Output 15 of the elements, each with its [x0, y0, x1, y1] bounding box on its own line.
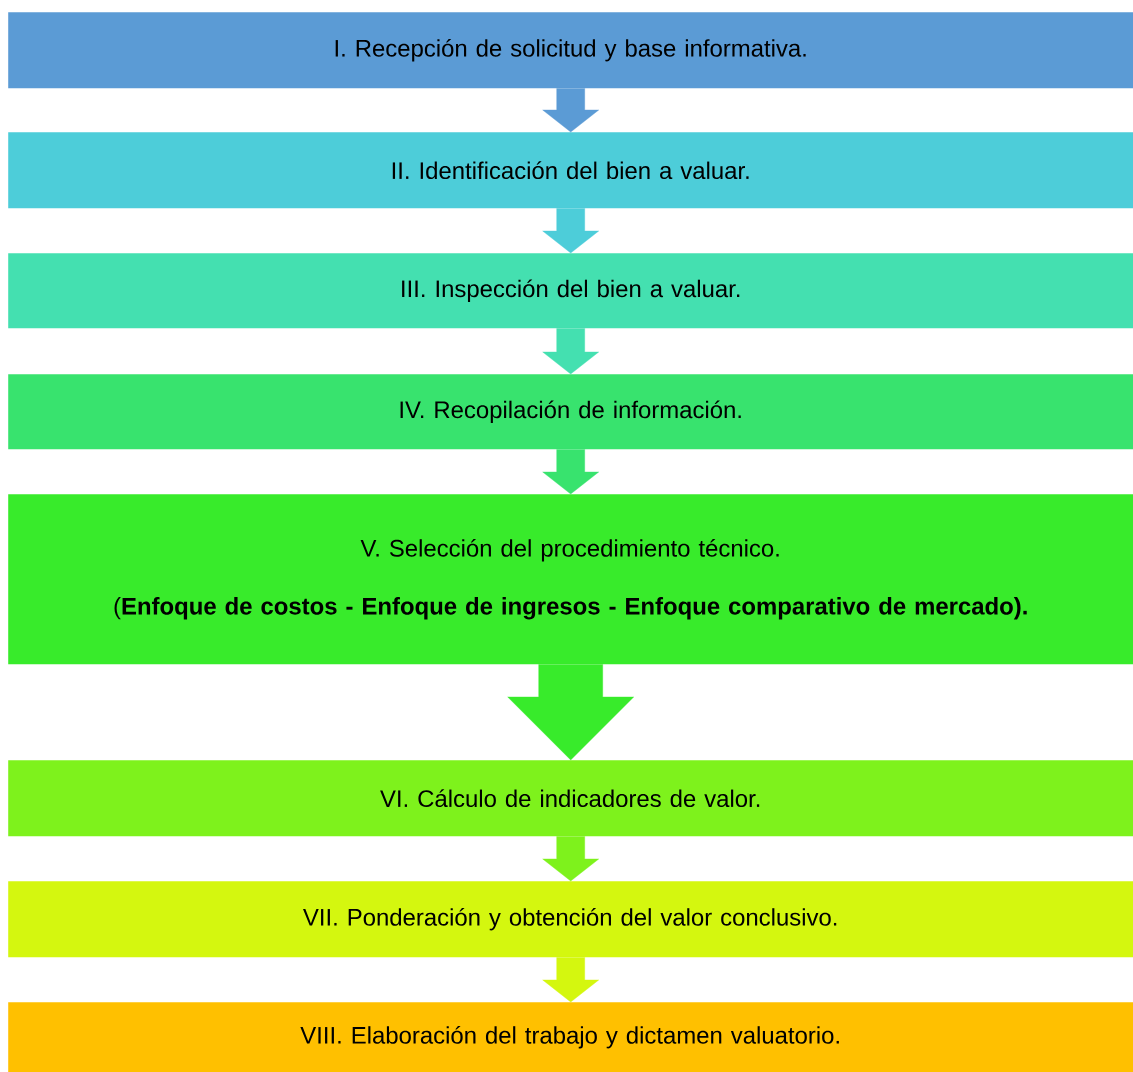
process-box: VI. Cálculo de indicadores de valor. [8, 760, 1133, 837]
process-box: VII. Ponderación y obtención del valor conclusivo. [8, 881, 1133, 958]
arrow [542, 208, 599, 254]
process-box: IV. Recopilación de información. [8, 374, 1133, 450]
process-box: II. Identificación del bien a valuar. [8, 132, 1133, 209]
arrow [542, 88, 599, 133]
arrow [507, 664, 634, 761]
process-box: V. Selección del procedimiento técnico. (Enfoque de costos - Enfoque de ingresos - Enfoque comparativo de mercado). [8, 494, 1133, 665]
arrow [542, 328, 599, 375]
process-box: I. Recepción de solicitud y base informativa. [8, 12, 1133, 89]
process-box: VIII. Elaboración del trabajo y dictamen valuatorio. [8, 1002, 1133, 1072]
process-box: III. Inspección del bien a valuar. [8, 253, 1133, 329]
arrow [542, 449, 599, 495]
arrow [542, 836, 599, 882]
arrow [542, 957, 599, 1003]
